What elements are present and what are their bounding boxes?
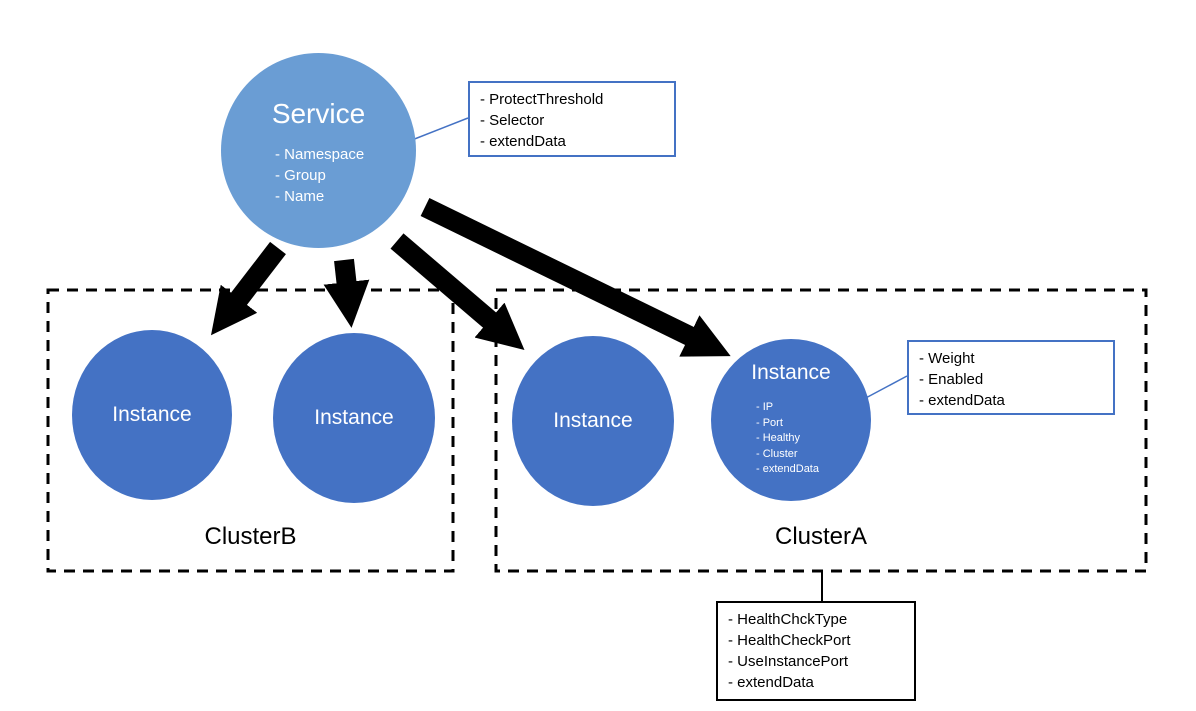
service-attribute: - extendData: [480, 133, 566, 150]
instance-attribute: - Enabled: [919, 371, 984, 388]
cluster-b-instance-2: Instance: [273, 333, 435, 503]
cluster-b-instance-1: Instance: [72, 330, 232, 500]
instance-title: Instance: [112, 403, 192, 426]
service-attribute: - ProtectThreshold: [480, 91, 604, 108]
instance-field: - extendData: [756, 463, 819, 475]
cluster-a-instance-2: Instance - IP - Port - Healthy - Cluster…: [711, 339, 871, 501]
service-callout-line: [411, 117, 469, 141]
cluster-a-instance-1: Instance: [512, 336, 674, 506]
service-field: - Name: [275, 188, 325, 205]
arrow-service-to-instance-b1: [210, 241, 286, 336]
cluster-attribute: - UseInstancePort: [728, 653, 849, 670]
service-field-list: - Namespace - Group - Name: [275, 144, 364, 207]
cluster-attribute: - extendData: [728, 674, 814, 691]
instance-title: Instance: [553, 409, 633, 432]
cluster-attribute: - HealthChckType: [728, 611, 848, 628]
instance-field-list: - IP - Port - Healthy - Cluster - extend…: [756, 400, 819, 478]
service-attributes-box: - ProtectThreshold - Selector - extendDa…: [468, 81, 676, 157]
cluster-attribute: - HealthCheckPort: [728, 632, 851, 649]
instance-field: - Healthy: [756, 432, 801, 444]
service-field: - Namespace: [275, 146, 365, 163]
service-field: - Group: [275, 167, 326, 184]
instance-attribute: - extendData: [919, 392, 1005, 409]
arrow-service-to-instance-a2: [420, 198, 731, 357]
instance-field: - IP: [756, 401, 774, 413]
instance-field: - Port: [756, 416, 783, 429]
instance-attribute: - Weight: [919, 350, 975, 367]
instance-attributes-box: - Weight - Enabled - extendData: [907, 340, 1115, 415]
arrow-service-to-instance-a1: [390, 233, 525, 350]
service-title: Service: [271, 98, 366, 129]
instance-title: Instance: [751, 361, 831, 384]
cluster-b-label: ClusterB: [204, 523, 297, 550]
cluster-attributes-box: - HealthChckType - HealthCheckPort - Use…: [716, 601, 916, 701]
service-node: Service - Namespace - Group - Name: [221, 53, 416, 248]
instance-field: - Cluster: [756, 447, 798, 460]
instance-title: Instance: [314, 406, 394, 429]
cluster-a-label: ClusterA: [774, 523, 868, 550]
arrow-service-to-instance-b2: [323, 258, 370, 328]
service-attribute: - Selector: [480, 112, 545, 129]
